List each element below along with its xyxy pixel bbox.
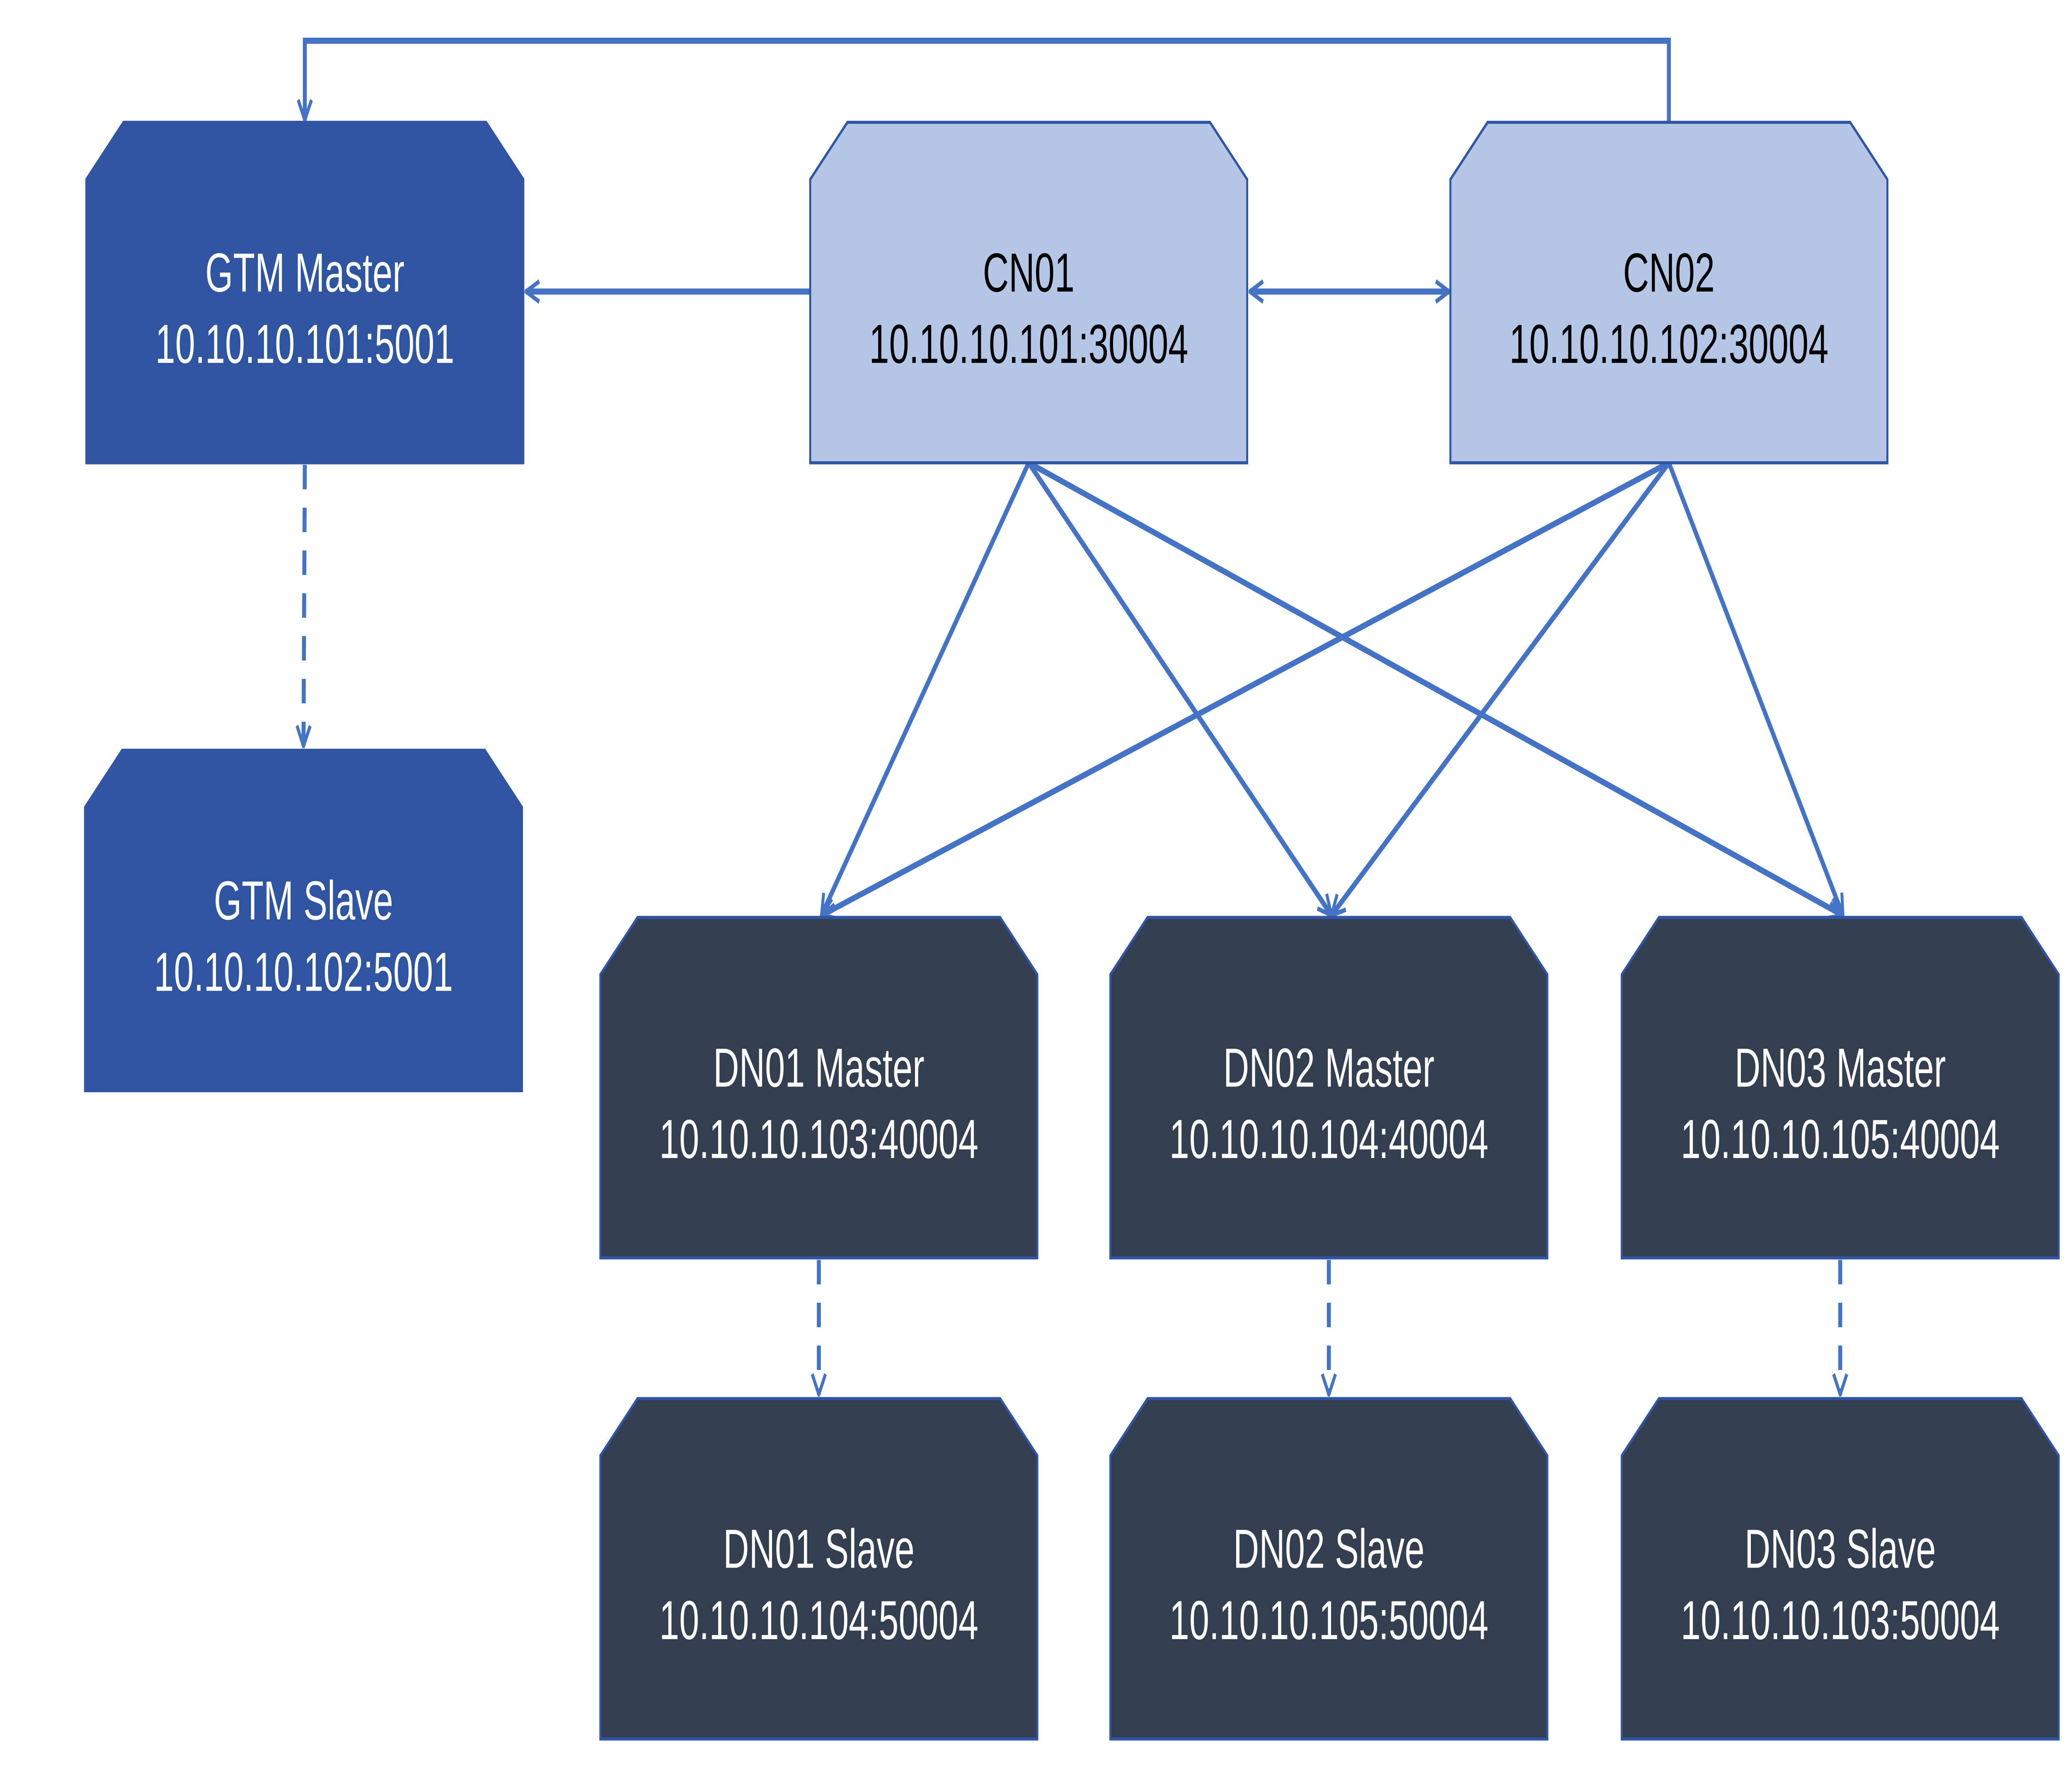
node-shape [809, 121, 1249, 464]
node-name: GTM Master [205, 242, 404, 303]
node-address: 10.10.10.101:30004 [869, 313, 1188, 375]
node-dn03-slave[interactable]: DN03 Slave 10.10.10.103:50004 [1621, 1397, 2060, 1741]
edge-cn02-to-dn02_master [1331, 460, 1670, 915]
node-name: DN03 Master [1735, 1037, 1946, 1098]
edge-cn01-to-dn03_master [1028, 460, 1843, 915]
node-name: DN01 Master [713, 1037, 925, 1098]
edges-layer [303, 38, 1845, 1394]
edge-gtm_master-to-gtm_slave [303, 464, 305, 746]
node-dn03-master[interactable]: DN03 Master 10.10.10.105:40004 [1621, 916, 2060, 1260]
edge-cn02-to-dn03_master [1667, 461, 1845, 915]
node-address: 10.10.10.103:40004 [659, 1108, 978, 1170]
node-address: 10.10.10.102:5001 [154, 941, 453, 1003]
node-name: DN02 Slave [1233, 1518, 1425, 1580]
node-shape [1449, 121, 1888, 464]
node-name: DN02 Master [1223, 1037, 1435, 1098]
node-dn01-master[interactable]: DN01 Master 10.10.10.103:40004 [599, 916, 1038, 1260]
node-name: DN03 Slave [1745, 1518, 1936, 1580]
node-address: 10.10.10.101:5001 [155, 313, 455, 375]
node-shape [1109, 916, 1549, 1260]
node-address: 10.10.10.102:30004 [1509, 313, 1828, 375]
node-dn01-slave[interactable]: DN01 Slave 10.10.10.104:50004 [599, 1397, 1038, 1741]
edge-cn02-to-dn01_master [821, 460, 1670, 915]
node-shape [599, 1397, 1038, 1741]
edge-cn01-to-dn01_master [821, 461, 1031, 915]
node-address: 10.10.10.103:50004 [1681, 1589, 2000, 1651]
node-gtm-slave[interactable]: GTM Slave 10.10.10.102:5001 [84, 748, 523, 1093]
node-shape [1621, 1397, 2060, 1741]
node-shape [599, 916, 1038, 1260]
node-dn02-master[interactable]: DN02 Master 10.10.10.104:40004 [1109, 916, 1549, 1260]
edge-cn02-to-gtm_master [305, 38, 1671, 123]
node-address: 10.10.10.105:50004 [1169, 1589, 1489, 1651]
node-name: CN02 [1623, 242, 1715, 303]
node-cn02[interactable]: CN02 10.10.10.102:30004 [1449, 121, 1888, 464]
node-name: GTM Slave [214, 870, 393, 931]
node-address: 10.10.10.104:50004 [659, 1589, 978, 1651]
node-name: DN01 Slave [723, 1518, 915, 1580]
node-dn02-slave[interactable]: DN02 Slave 10.10.10.105:50004 [1109, 1397, 1549, 1741]
node-address: 10.10.10.104:40004 [1169, 1108, 1489, 1170]
edge-cn01-to-dn02_master [1027, 460, 1331, 915]
node-name: CN01 [983, 242, 1075, 303]
node-shape [1109, 1397, 1549, 1741]
node-address: 10.10.10.105:40004 [1681, 1108, 2000, 1170]
node-cn01[interactable]: CN01 10.10.10.101:30004 [809, 121, 1249, 464]
node-shape [85, 121, 525, 464]
node-shape [84, 748, 523, 1093]
node-shape [1621, 916, 2060, 1260]
node-gtm-master[interactable]: GTM Master 10.10.10.101:5001 [85, 121, 525, 464]
